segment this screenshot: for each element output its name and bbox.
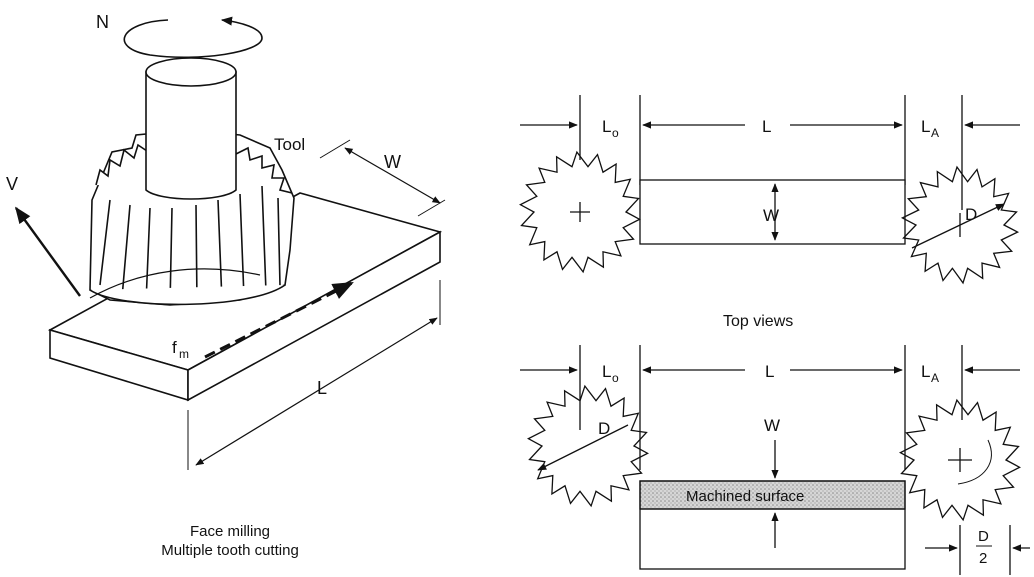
length-label: L: [317, 378, 327, 398]
views-caption: Top views: [723, 313, 793, 330]
top-overtravel-subscript: A: [931, 126, 939, 140]
top-diameter-label: D: [965, 205, 977, 224]
top-length-label: L: [762, 117, 771, 136]
half-diameter-numerator: D: [978, 528, 989, 545]
figure-caption: Face milling Multiple tooth cutting: [110, 522, 350, 560]
feed-subscript: m: [179, 347, 189, 361]
top-view: [520, 95, 1020, 249]
top-left-cutter: [519, 150, 641, 274]
caption-line-1: Face milling: [189, 523, 271, 540]
tool-label: Tool: [274, 135, 305, 154]
side-diameter-label: D: [598, 419, 610, 438]
top-approach-subscript: o: [612, 126, 619, 140]
side-view-workpiece: [639, 480, 906, 570]
length-dimension: [195, 317, 438, 466]
tool-shank: [145, 71, 237, 200]
side-approach-subscript: o: [612, 371, 619, 385]
side-right-cutter: [899, 398, 1021, 522]
side-left-cutter: [527, 384, 649, 508]
velocity-label: V: [6, 174, 18, 194]
side-view: [520, 345, 1030, 575]
caption-line-2: Multiple tooth cutting: [161, 542, 299, 559]
face-milling-figure: [15, 16, 446, 470]
half-diameter-denominator: 2: [979, 550, 987, 567]
milling-cutter: [89, 57, 295, 306]
top-width-label: W: [763, 206, 779, 225]
width-dimension: [344, 147, 441, 204]
top-right-cutter: [900, 165, 1020, 285]
side-length-label: L: [765, 362, 774, 381]
velocity-arrow: [15, 206, 81, 297]
width-label: W: [384, 152, 401, 172]
top-overtravel-label: L: [921, 117, 930, 136]
rotation-label: N: [96, 12, 109, 32]
rotation-arrow-icon: [123, 16, 263, 59]
side-overtravel-subscript: A: [931, 371, 939, 385]
top-approach-label: L: [602, 117, 611, 136]
feed-label: f: [172, 338, 177, 357]
machined-surface-label: Machined surface: [686, 488, 804, 505]
side-width-label: W: [764, 416, 780, 435]
side-approach-label: L: [602, 362, 611, 381]
side-overtravel-label: L: [921, 362, 930, 381]
